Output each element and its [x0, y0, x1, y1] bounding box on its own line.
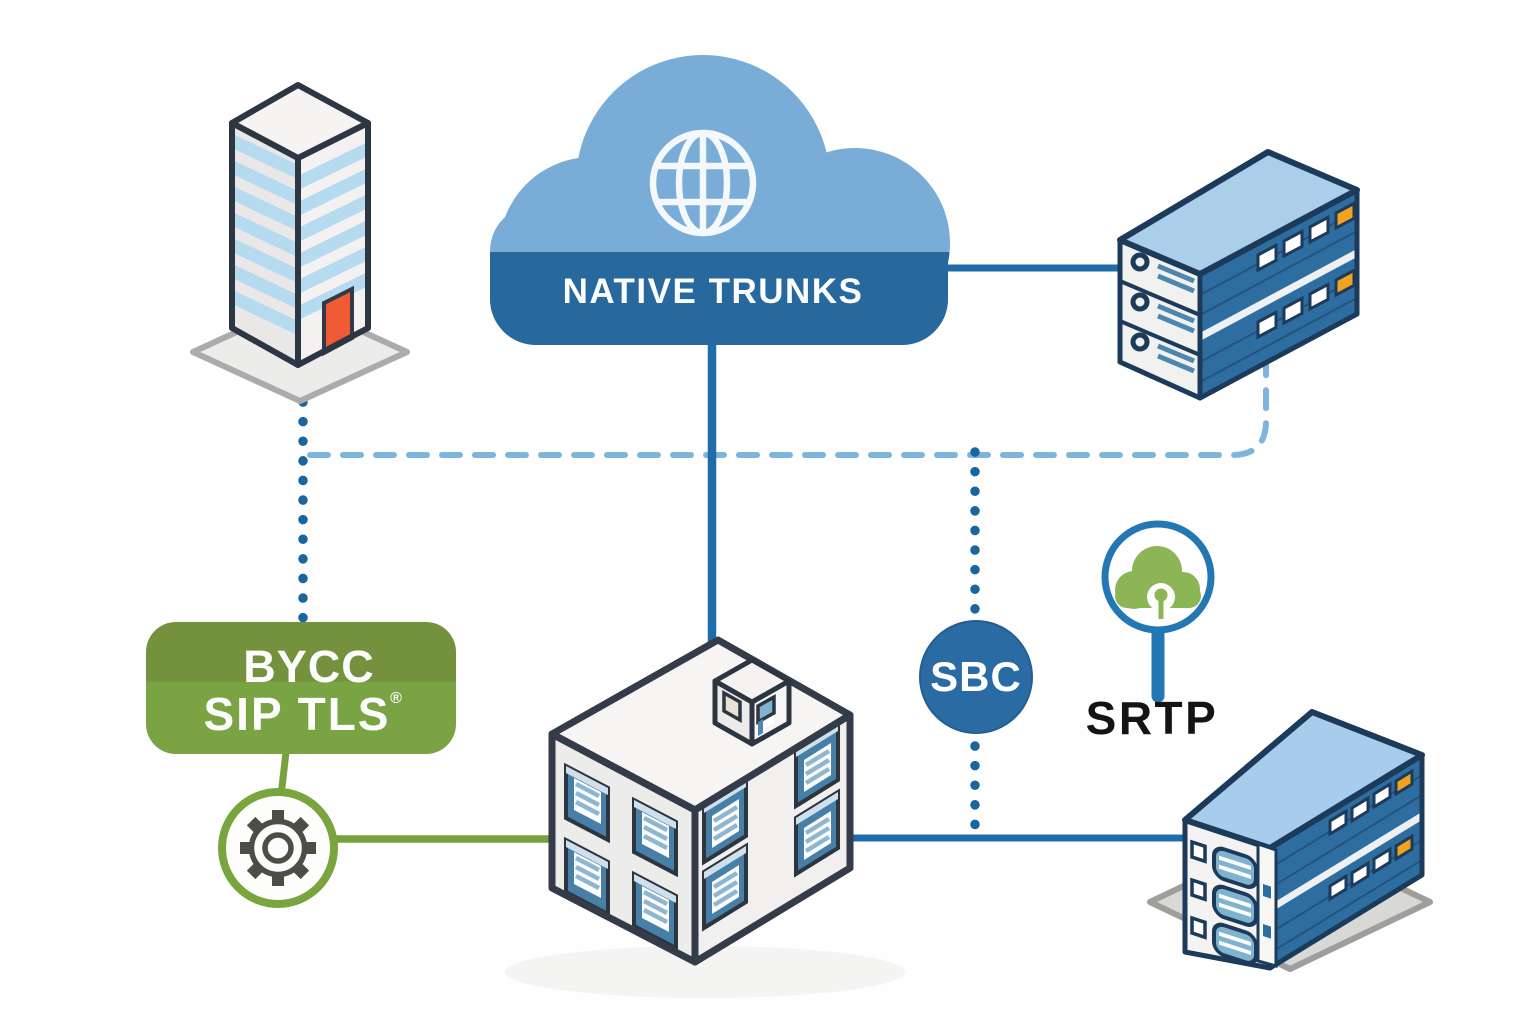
facade-windows [1190, 839, 1258, 966]
server-building [1147, 709, 1433, 972]
byoc-line1: BYCC [243, 641, 375, 692]
building-shadow [505, 946, 905, 998]
globe-icon [649, 129, 757, 237]
secure-cloud-icon [1115, 546, 1201, 619]
byoc-line2: SIP TLS [204, 688, 391, 740]
bay-window [1212, 922, 1258, 966]
window-stripes-left [232, 132, 298, 337]
bay-window [1212, 846, 1258, 890]
native-trunks-cloud: NATIVE TRUNKS [490, 55, 950, 345]
window-stripes-right [298, 140, 368, 322]
sbc-label: SBC [930, 653, 1022, 700]
status-leds [1328, 768, 1414, 902]
office-building-cube [548, 636, 854, 966]
gear-icon [240, 810, 316, 886]
registered-mark: ® [390, 690, 402, 707]
server-stack [1117, 149, 1360, 401]
drive-bay-details [1119, 252, 1201, 374]
srtp-badge: SRTP [1086, 520, 1219, 744]
sbc-badge: SBC [919, 620, 1033, 734]
srtp-label: SRTP [1086, 692, 1219, 744]
bay-window [1212, 884, 1258, 928]
rooftop-unit [712, 657, 792, 747]
gear-badge [218, 788, 338, 908]
status-leds [1256, 200, 1356, 340]
dashed-connection-hq-serverstack [307, 349, 1269, 458]
cloud-label: NATIVE TRUNKS [563, 272, 864, 311]
skyscraper-building [190, 82, 410, 404]
byoc-sip-tls-panel: BYCC SIP TLS ® [146, 622, 456, 754]
